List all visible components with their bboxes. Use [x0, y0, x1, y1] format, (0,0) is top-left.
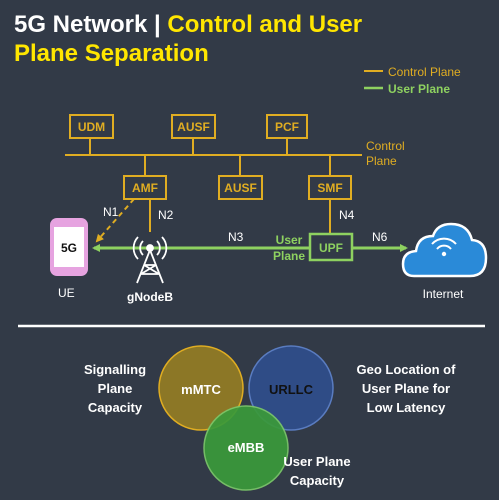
pcf-label: PCF: [275, 120, 299, 134]
ausf-top-label: AUSF: [177, 120, 210, 134]
upf-box: [308, 232, 354, 262]
venn-label-embb: eMBB: [228, 440, 265, 455]
venn-annotations: Signalling Plane Capacity Geo Location o…: [84, 362, 456, 488]
control-plane-wiring: [65, 138, 362, 243]
bus-label-line1: Control: [366, 139, 405, 153]
user-plane-wiring: UPF User Plane: [92, 232, 408, 263]
n6-label: N6: [372, 230, 388, 244]
title-part-2: Control and User: [167, 11, 363, 38]
venn-circle-urllc: [248, 345, 334, 431]
venn-label-mmtc: mMTC: [181, 382, 221, 397]
n1-link: [95, 198, 135, 243]
n4-label: N4: [339, 208, 355, 222]
annotation-right-line3: Low Latency: [367, 400, 447, 415]
legend: Control Plane User Plane: [364, 65, 461, 96]
smf-label: SMF: [317, 181, 342, 195]
user-plane-label-line2: Plane: [273, 249, 305, 263]
amf-label: AMF: [132, 181, 158, 195]
udm-label: UDM: [78, 120, 105, 134]
phone-label: 5G: [61, 241, 77, 255]
venn-circle-mmtc: [158, 345, 244, 431]
venn-label-urllc: URLLC: [269, 382, 314, 397]
ue-label: UE: [58, 286, 75, 300]
annotation-right-line1: Geo Location of: [357, 362, 457, 377]
smf-box: [308, 175, 352, 200]
ausf-mid-box: [218, 175, 263, 200]
ausf-mid-label: AUSF: [224, 181, 257, 195]
annotation-right-line2: User Plane for: [362, 381, 450, 396]
n1-label: N1: [103, 205, 119, 219]
upf-label: UPF: [319, 241, 343, 255]
amf-box: [123, 175, 167, 200]
udm-box: [69, 114, 114, 139]
legend-control-label: Control Plane: [388, 65, 461, 79]
phone-screen: [54, 227, 84, 267]
n2-label: N2: [158, 208, 174, 222]
annotation-left-line1: Signalling: [84, 362, 146, 377]
n3-label: N3: [228, 230, 244, 244]
venn-circle-embb: [203, 405, 289, 491]
user-plane-label-line1: User: [276, 233, 303, 247]
title-part-1: 5G Network |: [14, 11, 168, 38]
bus-label-line2: Plane: [366, 154, 397, 168]
annotation-bottom-line2: Capacity: [290, 473, 345, 488]
annotation-left-line3: Capacity: [88, 400, 143, 415]
pcf-box: [266, 114, 308, 139]
gnodeb-tower-icon: [132, 236, 168, 284]
internet-cloud-icon: [401, 222, 488, 278]
control-plane-boxes: UDM AUSF PCF AMF AUSF SMF: [69, 114, 352, 200]
annotation-bottom-line1: User Plane: [283, 454, 350, 469]
ausf-top-box: [171, 114, 216, 139]
legend-user-label: User Plane: [388, 82, 450, 96]
gnodeb-label: gNodeB: [127, 290, 173, 304]
ue-phone: 5G: [50, 218, 88, 276]
interface-labels: N1 N2 N3 N4 N6: [103, 205, 388, 244]
venn-diagram: mMTC URLLC eMBB: [158, 345, 334, 491]
title-part-3: Plane Separation: [14, 40, 209, 67]
annotation-left-line2: Plane: [98, 381, 133, 396]
internet-label: Internet: [423, 287, 464, 301]
